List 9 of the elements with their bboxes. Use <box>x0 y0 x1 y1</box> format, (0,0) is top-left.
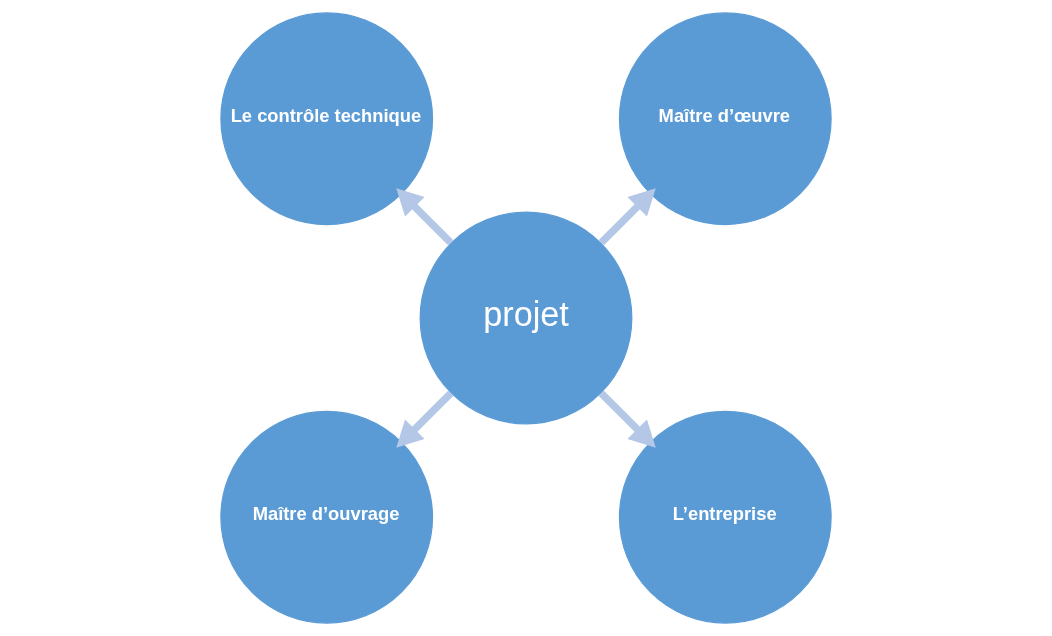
arrow <box>396 188 454 246</box>
node-circle: Le contrôle technique <box>220 12 434 226</box>
node-circle: L’entreprise <box>618 410 832 624</box>
node-circle: projet <box>419 211 633 425</box>
node-circle: Maître d’œuvre <box>618 12 832 226</box>
arrow <box>598 188 656 246</box>
arrow <box>598 390 656 448</box>
arrow <box>396 390 454 448</box>
node-circle: Maître d’ouvrage <box>220 410 434 624</box>
